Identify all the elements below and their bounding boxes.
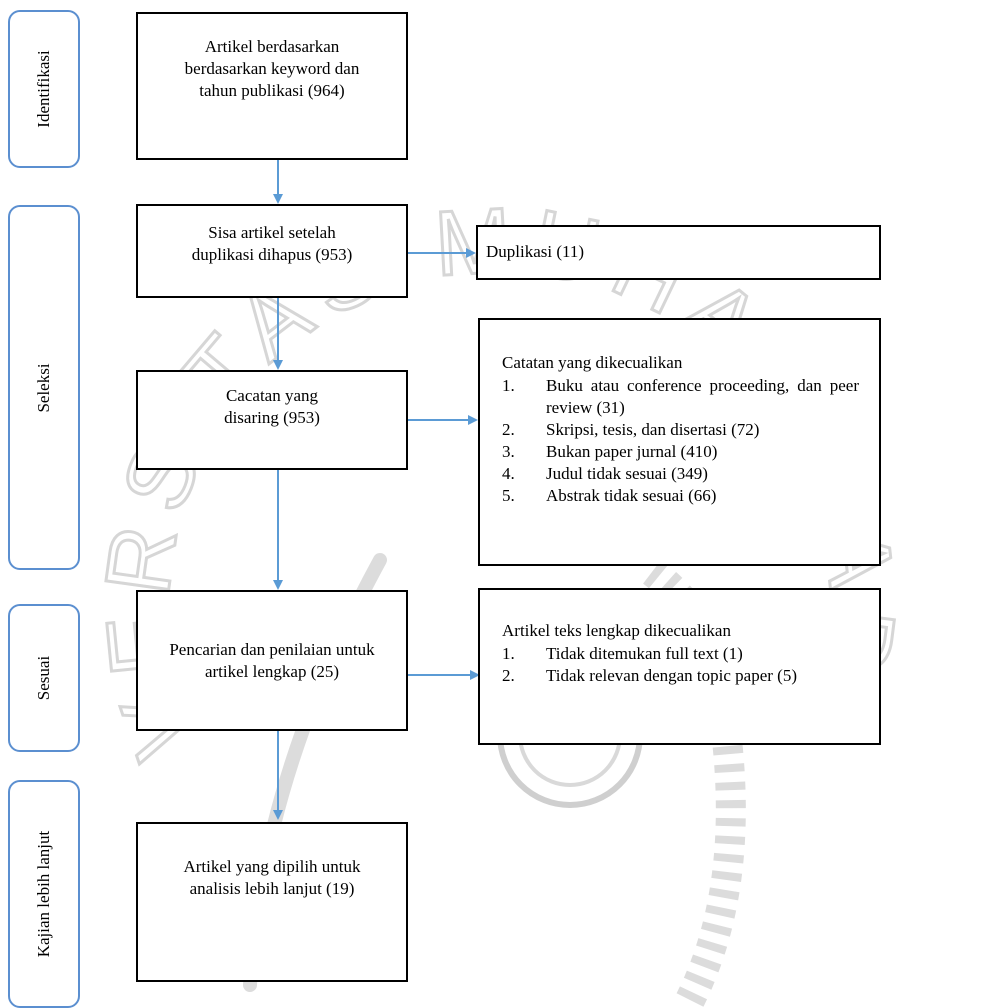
- list-item: 3.Bukan paper jurnal (410): [502, 442, 718, 461]
- list-item: 1.Tidak ditemukan full text (1): [502, 644, 743, 663]
- stage-seleksi: Seleksi: [8, 205, 80, 570]
- stage-seleksi-label: Seleksi: [34, 362, 53, 413]
- box-excluded-records: Catatan yang dikecualikan 1.Buku atau co…: [478, 318, 881, 566]
- box-screened: Cacatan yang disaring (953): [136, 370, 408, 470]
- list-item: 4.Judul tidak sesuai (349): [502, 464, 708, 483]
- excluded-records-title: Catatan yang dikecualikan: [502, 353, 683, 372]
- stage-sesuai: Sesuai: [8, 604, 80, 752]
- stage-identifikasi-label: Identifikasi: [34, 50, 53, 128]
- stage-identifikasi: Identifikasi: [8, 10, 80, 168]
- excluded-records-list: 1.Buku atau conference proceeding, dan p…: [502, 375, 859, 507]
- box-identified-text: Artikel berdasarkan berdasarkan keyword …: [184, 37, 360, 100]
- box-after-duplicates-text: Sisa artikel setelah duplikasi dihapus (…: [191, 223, 353, 264]
- box-screened-text: Cacatan yang disaring (953): [224, 386, 320, 427]
- box-fulltext: Pencarian dan penilaian untuk artikel le…: [136, 590, 408, 731]
- box-duplicates: Duplikasi (11): [476, 225, 881, 280]
- stage-kajian-label: Kajian lebih lanjut: [34, 830, 53, 958]
- box-identified: Artikel berdasarkan berdasarkan keyword …: [136, 12, 408, 160]
- list-item: 2.Skripsi, tesis, dan disertasi (72): [502, 420, 760, 439]
- box-excluded-fulltext: Artikel teks lengkap dikecualikan 1.Tida…: [478, 588, 881, 745]
- list-item: 1.Buku atau conference proceeding, dan p…: [502, 376, 859, 417]
- excluded-fulltext-list: 1.Tidak ditemukan full text (1) 2.Tidak …: [502, 643, 859, 687]
- box-included-text: Artikel yang dipilih untuk analisis lebi…: [183, 857, 361, 898]
- excluded-fulltext-title: Artikel teks lengkap dikecualikan: [502, 621, 731, 640]
- list-item: 2.Tidak relevan dengan topic paper (5): [502, 666, 797, 685]
- box-included: Artikel yang dipilih untuk analisis lebi…: [136, 822, 408, 982]
- list-item: 5.Abstrak tidak sesuai (66): [502, 486, 717, 505]
- stage-kajian: Kajian lebih lanjut: [8, 780, 80, 1008]
- box-fulltext-text: Pencarian dan penilaian untuk artikel le…: [169, 640, 375, 681]
- box-duplicates-text: Duplikasi (11): [486, 242, 585, 261]
- box-after-duplicates: Sisa artikel setelah duplikasi dihapus (…: [136, 204, 408, 298]
- stage-sesuai-label: Sesuai: [34, 655, 53, 701]
